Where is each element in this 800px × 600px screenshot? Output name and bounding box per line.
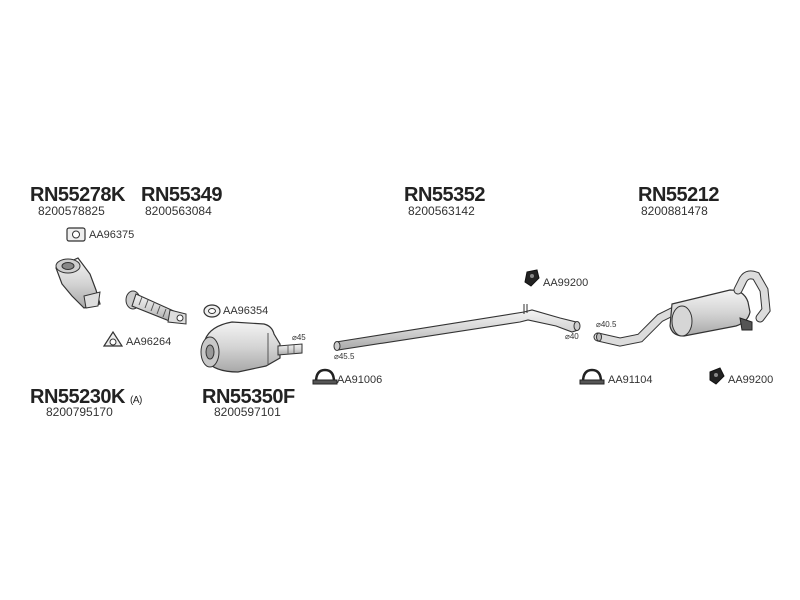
diameter-label-45-5: ⌀45.5 xyxy=(334,352,355,361)
accessory-label-aa96264: AA96264 xyxy=(126,336,172,348)
rn55212-drawing xyxy=(593,270,771,347)
oem-number-rn55278k: 8200578825 xyxy=(38,204,105,218)
oem-number-rn55212: 8200881478 xyxy=(641,204,708,218)
accessory-label-aa99200-right: AA99200 xyxy=(728,374,774,386)
part-code-rn55349: RN55349 xyxy=(141,184,223,206)
diameter-label-40: ⌀40 xyxy=(565,332,579,341)
hanger-aa99200-top-drawing xyxy=(524,269,540,287)
gasket-aa96375-drawing xyxy=(66,227,86,242)
oem-number-rn55349: 8200563084 xyxy=(145,204,212,218)
diameter-label-40-5: ⌀40.5 xyxy=(596,320,617,329)
part-code-rn55352: RN55352 xyxy=(404,184,486,206)
rn55350f-drawing xyxy=(200,321,303,373)
oem-number-rn55230k: 8200795170 xyxy=(46,405,113,419)
oem-number-rn55350f: 8200597101 xyxy=(214,405,281,419)
hanger-aa99200-right-drawing xyxy=(709,367,725,385)
accessory-label-aa91104: AA91104 xyxy=(608,374,653,386)
part-code-rn55212: RN55212 xyxy=(638,184,720,206)
part-variant-suffix: (A) xyxy=(130,395,142,406)
rn55349-drawing xyxy=(125,290,187,325)
accessory-label-aa96375: AA96375 xyxy=(89,229,135,241)
gasket-aa96354-drawing xyxy=(203,304,221,318)
part-code-rn55230k-text: RN55230K xyxy=(30,386,125,408)
oem-number-rn55352: 8200563142 xyxy=(408,204,475,218)
gasket-aa96264-drawing xyxy=(102,330,124,347)
part-code-rn55278k: RN55278K xyxy=(30,184,125,206)
rn55278k-drawing xyxy=(55,257,101,309)
accessory-label-aa91006: AA91006 xyxy=(337,374,383,386)
part-code-rn55350f: RN55350F xyxy=(202,386,295,408)
clamp-aa91104-drawing xyxy=(579,368,605,385)
rn55352-drawing xyxy=(333,304,581,351)
accessory-label-aa99200-top: AA99200 xyxy=(543,277,589,289)
accessory-label-aa96354: AA96354 xyxy=(223,305,269,317)
part-code-rn55230k: RN55230K (A) xyxy=(30,386,142,409)
diameter-label-45: ⌀45 xyxy=(292,333,306,342)
clamp-aa91006-drawing xyxy=(312,368,338,385)
